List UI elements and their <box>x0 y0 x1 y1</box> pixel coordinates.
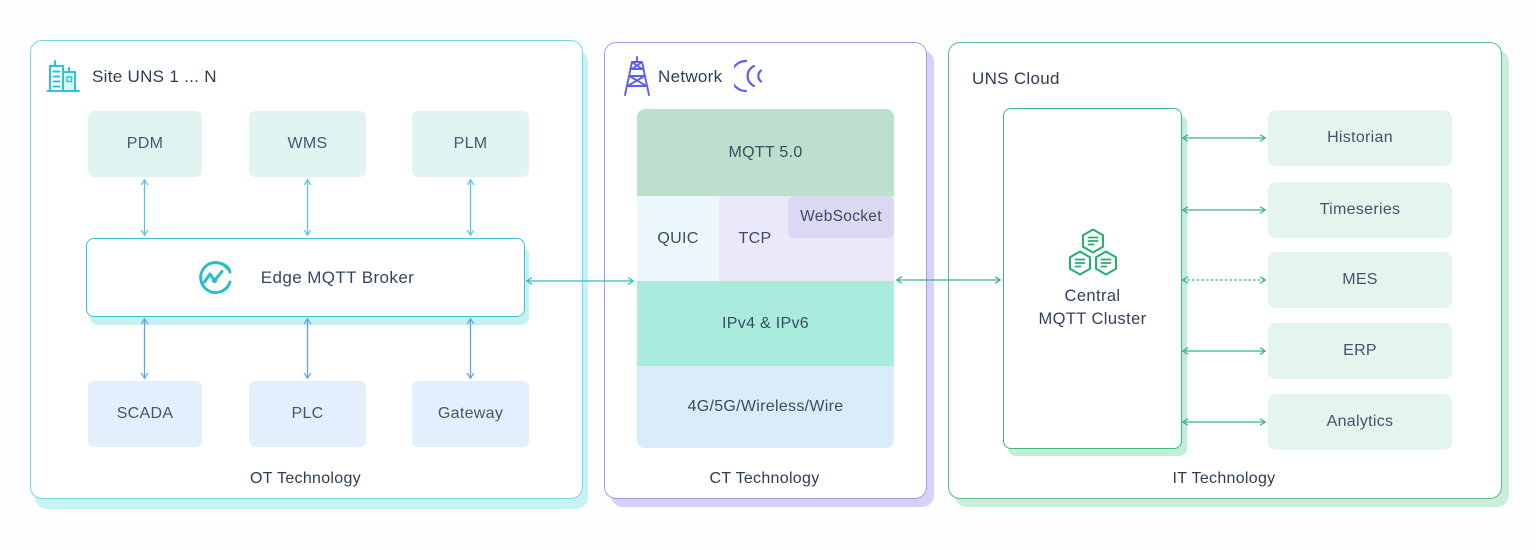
box-historian: Historian <box>1268 110 1452 166</box>
ct-footer-label: CT Technology <box>709 470 820 487</box>
radio-tower-icon <box>624 56 650 96</box>
box-analytics: Analytics <box>1268 394 1452 450</box>
box-gateway: Gateway <box>412 381 529 447</box>
box-erp: ERP <box>1268 323 1452 379</box>
layer-ipv4-ipv6: IPv4 & IPv6 <box>637 281 894 366</box>
box-wms: WMS <box>249 111 366 177</box>
cluster-label-line2: MQTT Cluster <box>1038 309 1147 328</box>
central-mqtt-cluster-box: Central MQTT Cluster <box>1003 108 1182 449</box>
ot-panel-title: Site UNS 1 ... N <box>92 67 217 86</box>
it-footer-label: IT Technology <box>1172 470 1276 487</box>
layer-tcp: TCP <box>738 229 772 247</box>
cluster-hexagons-icon <box>1068 228 1117 275</box>
edge-mqtt-broker-box: Edge MQTT Broker <box>86 238 525 317</box>
cluster-label-line1: Central <box>1064 286 1121 305</box>
box-plm: PLM <box>412 111 529 177</box>
layer-quic: QUIC <box>637 196 719 281</box>
ot-footer-label: OT Technology <box>250 470 361 487</box>
ct-panel-title: Network <box>658 67 723 86</box>
it-panel-title: UNS Cloud <box>972 69 1060 88</box>
box-plc: PLC <box>249 381 366 447</box>
box-pdm: PDM <box>88 111 202 177</box>
box-timeseries: Timeseries <box>1268 182 1452 238</box>
site-buildings-icon <box>46 60 80 92</box>
edge-mqtt-broker-label: Edge MQTT Broker <box>260 267 415 287</box>
layer-physical: 4G/5G/Wireless/Wire <box>637 366 894 448</box>
box-mes: MES <box>1268 252 1452 308</box>
layer-mqtt5: MQTT 5.0 <box>637 109 894 196</box>
layer-websocket: WebSocket <box>788 196 894 238</box>
emqx-logo-icon <box>198 260 232 294</box>
signal-waves-icon <box>734 59 763 93</box>
box-scada: SCADA <box>88 381 202 447</box>
